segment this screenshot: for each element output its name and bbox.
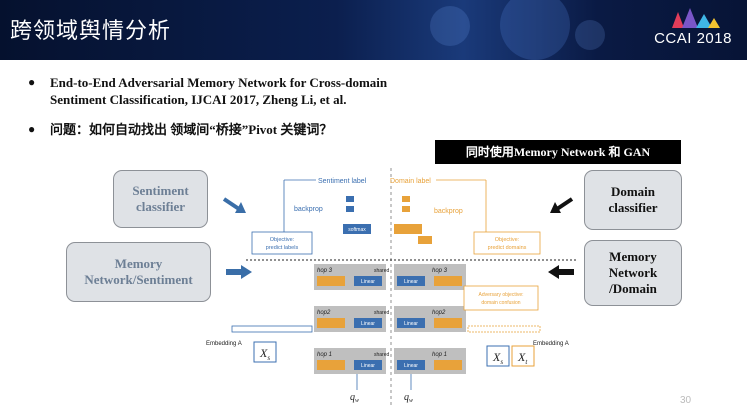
domain-label-text: Domain label: [390, 178, 431, 185]
hop3-right-text: hop 3: [432, 268, 448, 274]
bullet-text: 问题：如何自动找出 领域间“桥接”Pivot 关键词？: [50, 122, 333, 137]
backprop-right-text: backprop: [434, 208, 463, 215]
arrow-left-icon: [550, 197, 574, 213]
objective-left-line2: predict labels: [266, 245, 299, 251]
sentiment-label-text: Sentiment label: [318, 178, 367, 185]
objective-right-line2: predict domains: [488, 245, 527, 251]
shared3-text: shared: [374, 268, 390, 274]
backprop-left-text: backprop: [294, 206, 323, 213]
adversary-line1: Adversary objective:: [478, 292, 523, 298]
slide-header: 跨领域舆情分析 CCAI 2018: [0, 0, 747, 60]
embedding-left-text: Embedding A: [206, 341, 242, 347]
bullet-question: ● 问题：如何自动找出 领域间“桥接”Pivot 关键词？: [28, 121, 428, 138]
gan-banner: 同时使用Memory Network 和 GAN: [435, 140, 681, 164]
q-w-left-text: qw: [350, 392, 359, 404]
linear1-left-text: Linear: [361, 363, 375, 369]
hop3-left-text: hop 3: [317, 268, 333, 274]
shared2-text: shared: [374, 310, 390, 316]
logo-text: CCAI 2018: [654, 30, 732, 47]
hop1-right-text: hop 1: [432, 352, 447, 358]
shared1-text: shared: [374, 352, 390, 358]
header-bokeh: [430, 6, 470, 46]
domain-classifier-box: Domain classifier: [584, 170, 682, 230]
header-bokeh: [500, 0, 570, 60]
hop2-right-text: hop2: [432, 310, 446, 316]
bullet-dot: ●: [28, 122, 36, 136]
softmax-left-text: softmax: [348, 227, 366, 233]
bullet-paper: ● End-to-End Adversarial Memory Network …: [28, 74, 428, 108]
architecture-svg: Sentiment label Domain label backprop ba…: [206, 168, 576, 408]
linear2-right-text: Linear: [404, 321, 418, 327]
x-t-text: Xt: [517, 350, 528, 366]
bullet-text: End-to-End Adversarial Memory Network fo…: [50, 75, 388, 107]
linear3-left-text: Linear: [361, 279, 375, 285]
arrow-right-icon: [226, 265, 252, 279]
adversary-line2: domain confusion: [481, 300, 520, 306]
slide-title: 跨领域舆情分析: [10, 19, 172, 44]
bullet-list: ● End-to-End Adversarial Memory Network …: [28, 74, 428, 138]
amn-architecture-diagram: Sentiment label Domain label backprop ba…: [196, 168, 606, 408]
linear3-right-text: Linear: [404, 279, 418, 285]
hop2-left-text: hop2: [317, 310, 331, 316]
x-s-text: Xs: [259, 346, 270, 362]
hop1-left-text: hop 1: [317, 352, 332, 358]
page-number: 30: [680, 395, 692, 406]
ccai-logo: CCAI 2018: [648, 6, 738, 56]
sentiment-classifier-box: Sentiment classifier: [113, 170, 208, 228]
arrow-left-icon: [548, 265, 574, 279]
arrow-right-icon: [222, 197, 246, 213]
memory-network-domain-box: Memory Network /Domain: [584, 240, 682, 306]
ccai-logo-mark: [672, 8, 720, 28]
header-bokeh: [575, 20, 605, 50]
x-s-right-text: Xs: [492, 350, 503, 366]
q-w-right-text: qw: [404, 392, 413, 404]
objective-right-line1: Objective:: [495, 237, 520, 243]
bullet-dot: ●: [28, 75, 36, 89]
embedding-right-text: Embedding A: [533, 341, 569, 347]
memory-network-sentiment-box: Memory Network/Sentiment: [66, 242, 211, 302]
linear2-left-text: Linear: [361, 321, 375, 327]
linear1-right-text: Linear: [404, 363, 418, 369]
objective-left-line1: Objective:: [270, 237, 295, 243]
